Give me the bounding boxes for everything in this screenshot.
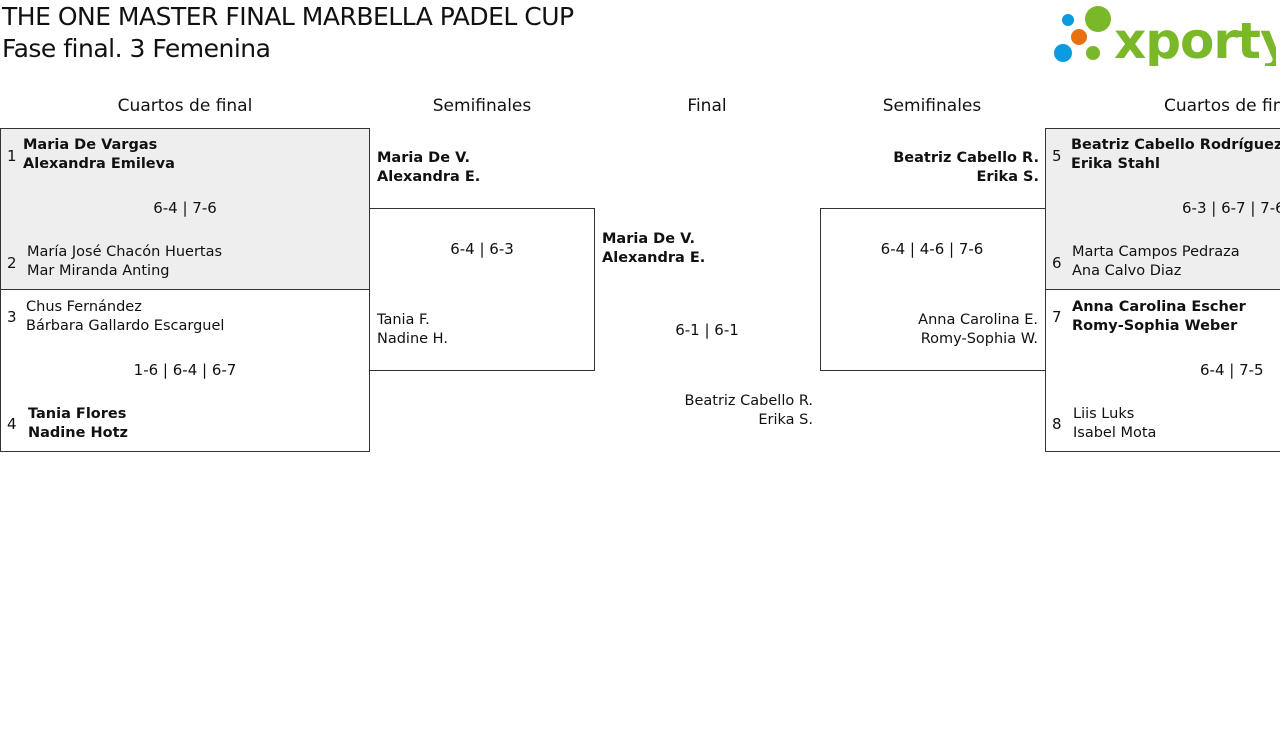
round-header-qf-right: Cuartos de final (1164, 96, 1280, 116)
round-header-final: Final (687, 96, 727, 116)
match-score: 6-3 | 6-7 | 7-6 (1182, 199, 1280, 217)
tournament-title: THE ONE MASTER FINAL MARBELLA PADEL CUP (2, 2, 574, 31)
match-score: 6-4 | 7-6 (153, 199, 217, 217)
round-header-sf-left: Semifinales (432, 96, 532, 116)
svg-text:xporty: xporty (1114, 12, 1276, 66)
match-score: 6-4 | 6-3 (450, 240, 514, 258)
xporty-logo: xporty (1052, 4, 1280, 70)
seed: 2 (7, 254, 17, 272)
seed: 8 (1052, 415, 1062, 433)
match-qf-3[interactable] (1045, 128, 1280, 290)
match-score: 6-4 | 7-5 (1200, 361, 1264, 379)
round-header-qf-left: Cuartos de final (117, 96, 253, 116)
match-score: 6-4 | 4-6 | 7-6 (880, 240, 984, 258)
seed: 1 (7, 147, 17, 165)
team-name: Beatriz Cabello R.Erika S. (893, 150, 1039, 185)
match-qf-4[interactable] (1045, 289, 1280, 452)
finalist-team: Beatriz Cabello R.Erika S. (684, 393, 814, 428)
seed: 6 (1052, 254, 1062, 272)
match-qf-1[interactable] (0, 128, 370, 290)
seed: 3 (7, 308, 17, 326)
finalist-team: Maria De V.Alexandra E. (602, 231, 706, 266)
match-sf-1[interactable] (369, 208, 595, 371)
team-name: Maria De V.Alexandra E. (377, 150, 481, 185)
round-header-sf-right: Semifinales (882, 96, 982, 116)
seed: 5 (1052, 147, 1062, 165)
final-score: 6-1 | 6-1 (675, 321, 739, 339)
team-name: Anna Carolina E.Romy-Sophia W. (918, 312, 1038, 347)
match-score: 1-6 | 6-4 | 6-7 (133, 361, 237, 379)
seed: 4 (7, 415, 17, 433)
seed: 7 (1052, 308, 1062, 326)
phase-subtitle: Fase final. 3 Femenina (2, 34, 271, 63)
team-name: Tania F.Nadine H. (377, 312, 448, 347)
